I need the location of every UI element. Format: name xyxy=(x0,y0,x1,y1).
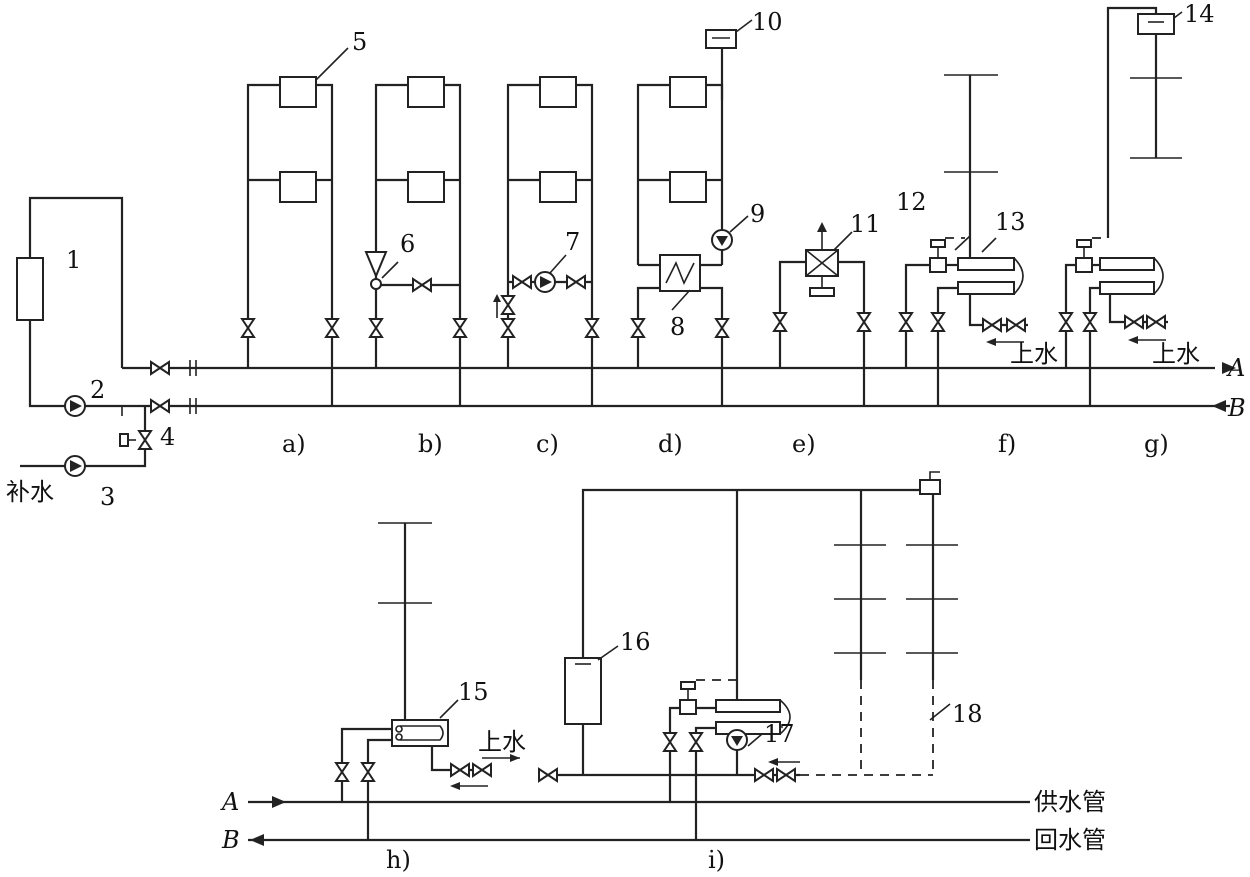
steam-trap-6 xyxy=(364,251,388,279)
caption-d: d) xyxy=(658,430,683,458)
label-12: 12 xyxy=(896,188,927,216)
caption-f: f) xyxy=(998,430,1016,458)
label-11: 11 xyxy=(850,210,881,238)
label-5: 5 xyxy=(352,28,367,56)
radiator-5 xyxy=(279,76,317,108)
valve-return xyxy=(150,399,170,413)
label-8: 8 xyxy=(670,313,685,341)
scheme-b xyxy=(364,76,467,406)
caption-i: i) xyxy=(708,846,725,874)
caption-c: c) xyxy=(536,430,559,458)
tank-10 xyxy=(705,29,737,49)
scheme-i xyxy=(538,471,958,840)
label-14: 14 xyxy=(1184,0,1215,28)
boiler-1 xyxy=(16,257,44,321)
valve-supply xyxy=(150,361,170,375)
caption-a: a) xyxy=(282,430,306,458)
scheme-h xyxy=(335,522,520,840)
inlet-label-g: 上水 xyxy=(1152,340,1200,368)
boiler-loop xyxy=(16,196,200,477)
label-17: 17 xyxy=(764,720,795,748)
scheme-f xyxy=(899,74,1028,406)
scheme-e xyxy=(773,222,871,406)
label-4: 4 xyxy=(160,423,175,451)
heat-exchanger-13 xyxy=(957,257,1015,271)
letter-B-top: B xyxy=(1227,394,1246,422)
inlet-label-f: 上水 xyxy=(1010,340,1058,368)
radiator xyxy=(279,171,317,203)
scheme-d xyxy=(631,19,753,406)
label-15: 15 xyxy=(458,678,489,706)
makeup-water-label: 补水 xyxy=(6,478,54,506)
letter-B-bottom: B xyxy=(221,826,240,854)
scheme-a xyxy=(241,47,349,406)
label-13: 13 xyxy=(995,208,1026,236)
label-16: 16 xyxy=(620,628,651,656)
letter-A-top: A xyxy=(1226,354,1245,382)
tank-16 xyxy=(564,657,602,725)
supply-pipe-label: 供水管 xyxy=(1034,788,1106,816)
scheme-c xyxy=(493,76,599,406)
label-9: 9 xyxy=(750,200,765,228)
label-10: 10 xyxy=(752,8,783,36)
label-18: 18 xyxy=(952,700,983,728)
return-pipe-label: 回水管 xyxy=(1034,826,1106,854)
label-6: 6 xyxy=(400,230,415,258)
caption-b: b) xyxy=(418,430,443,458)
inlet-label-h: 上水 xyxy=(478,728,526,756)
heat-exchanger-15 xyxy=(391,719,449,747)
label-2: 2 xyxy=(90,376,105,404)
letter-A-bottom: A xyxy=(220,788,239,816)
label-7: 7 xyxy=(565,228,580,256)
caption-e: e) xyxy=(792,430,816,458)
tank-14 xyxy=(1137,13,1175,35)
caption-g: g) xyxy=(1144,430,1169,458)
label-3: 3 xyxy=(100,483,115,511)
caption-h: h) xyxy=(386,846,411,874)
label-1: 1 xyxy=(66,246,81,274)
valve-4 xyxy=(138,430,152,450)
scheme-g xyxy=(1059,6,1183,406)
